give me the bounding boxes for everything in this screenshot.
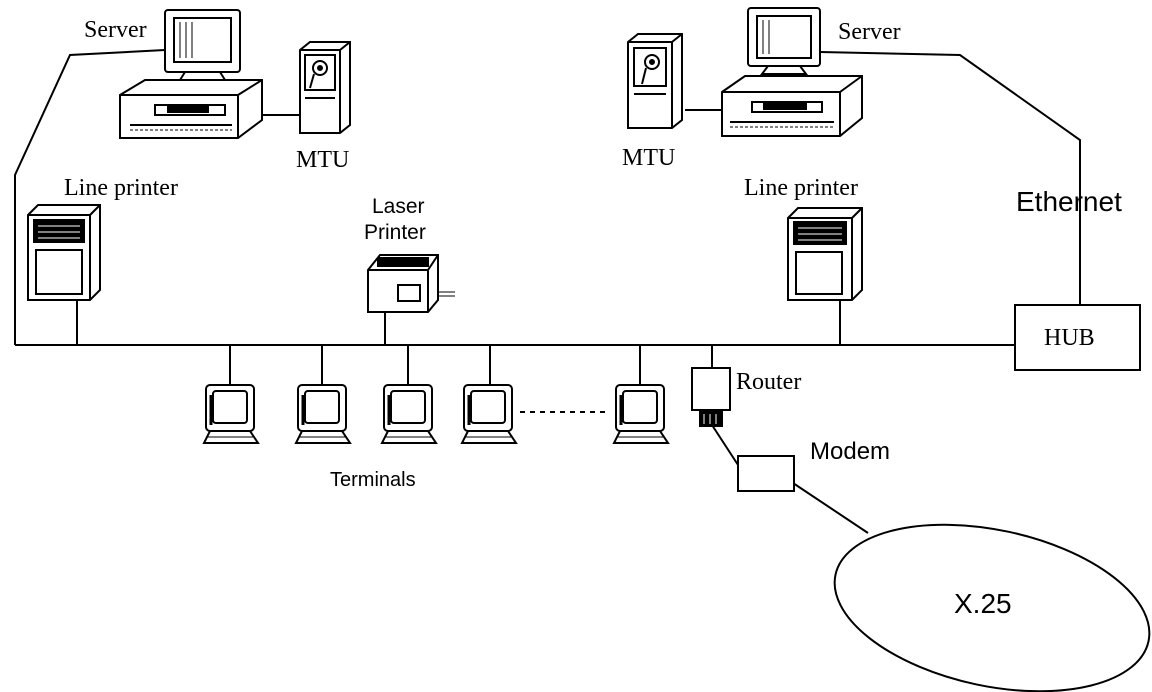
server-right-icon: [721, 7, 863, 137]
mtu-left-label: MTU: [296, 147, 350, 173]
server-left-icon: [119, 9, 263, 139]
line-printer-left-label: Line printer: [64, 175, 178, 201]
ethernet-label: Ethernet: [1016, 186, 1122, 217]
modem-icon: [737, 455, 795, 492]
terminal-icon: [294, 384, 352, 444]
terminal-icon: [380, 384, 438, 444]
ethernet-link: [819, 51, 1081, 305]
router-modem-link: [711, 424, 741, 469]
laser-printer-label-line2: Printer: [364, 221, 426, 244]
connection-lines: [14, 49, 1081, 534]
server-left-label: Server: [84, 17, 147, 43]
line-printer-left-icon: [27, 204, 101, 301]
mtu-right-label: MTU: [622, 145, 676, 171]
line-printer-right-label: Line printer: [744, 175, 858, 201]
terminals-label: Terminals: [330, 469, 416, 491]
x25-network: [833, 523, 1151, 692]
router-icon: [691, 367, 731, 427]
hub-box: [1014, 304, 1141, 371]
hub-label: HUB: [1044, 325, 1095, 351]
server-right-label: Server: [838, 19, 901, 45]
mtu-left-icon: [299, 41, 351, 134]
line-printer-right-icon: [787, 207, 863, 301]
modem-label: Modem: [810, 438, 891, 465]
x25-label: X.25: [954, 588, 1012, 619]
terminal-icon: [460, 384, 518, 444]
left-server-link: [14, 49, 166, 345]
terminal-icon: [202, 384, 260, 444]
laser-printer-label-line1: Laser: [372, 195, 425, 218]
modem-x25-link: [792, 482, 869, 534]
router-label: Router: [736, 369, 802, 395]
mtu-right-icon: [627, 33, 683, 129]
laser-printer-icon: [367, 254, 455, 313]
terminal-icon: [612, 384, 670, 444]
